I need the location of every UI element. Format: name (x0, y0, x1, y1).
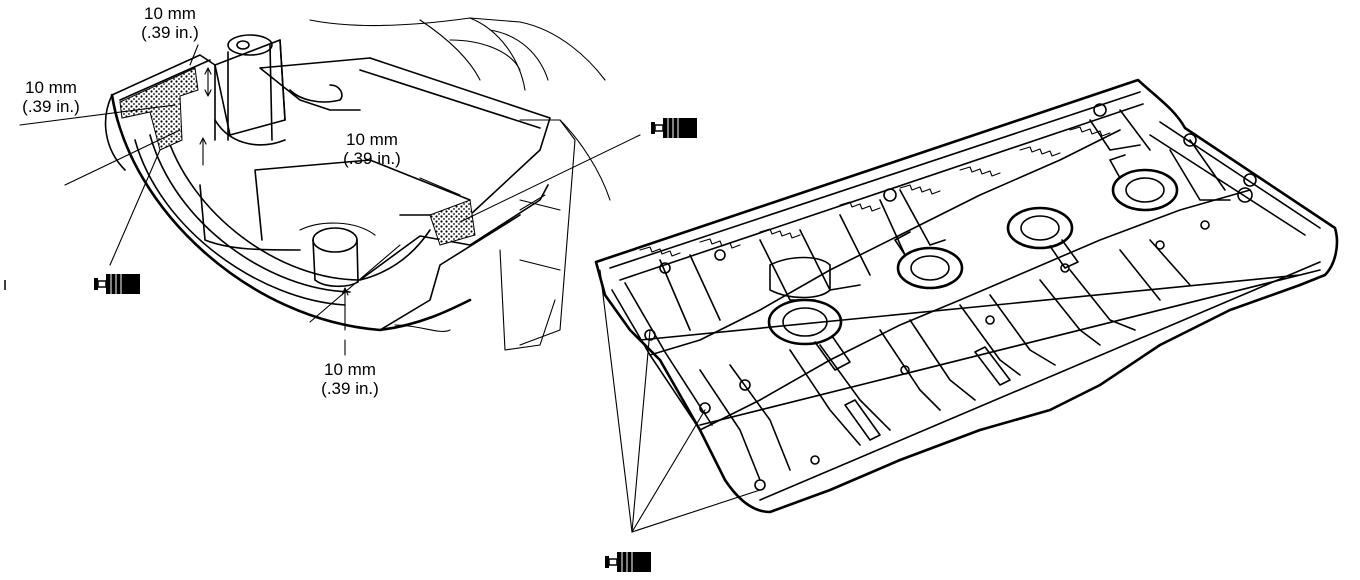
dimension-inch: (.39 in.) (22, 97, 80, 116)
dimension-mm: 10 mm (324, 360, 376, 379)
dimension-callout: 10 mm (.39 in.) (120, 4, 220, 42)
dimension-mm: 10 mm (144, 4, 196, 23)
dimension-inch: (.39 in.) (321, 379, 379, 398)
dimension-callout: 10 mm (.39 in.) (300, 360, 400, 398)
dimension-inch: (.39 in.) (343, 149, 401, 168)
dimension-callout: 10 mm (.39 in.) (6, 78, 96, 116)
sealant-tube-icon (650, 117, 698, 139)
cylinder-head-cover-view (594, 78, 1339, 533)
sealant-tube-icon (604, 551, 652, 573)
dimension-mm: 10 mm (346, 130, 398, 149)
sealant-tube-icon (93, 273, 141, 295)
oil-pan-corner-view (4, 17, 641, 356)
dimension-callout: 10 mm (.39 in.) (322, 130, 422, 168)
dimension-inch: (.39 in.) (141, 23, 199, 42)
dimension-mm: 10 mm (25, 78, 77, 97)
